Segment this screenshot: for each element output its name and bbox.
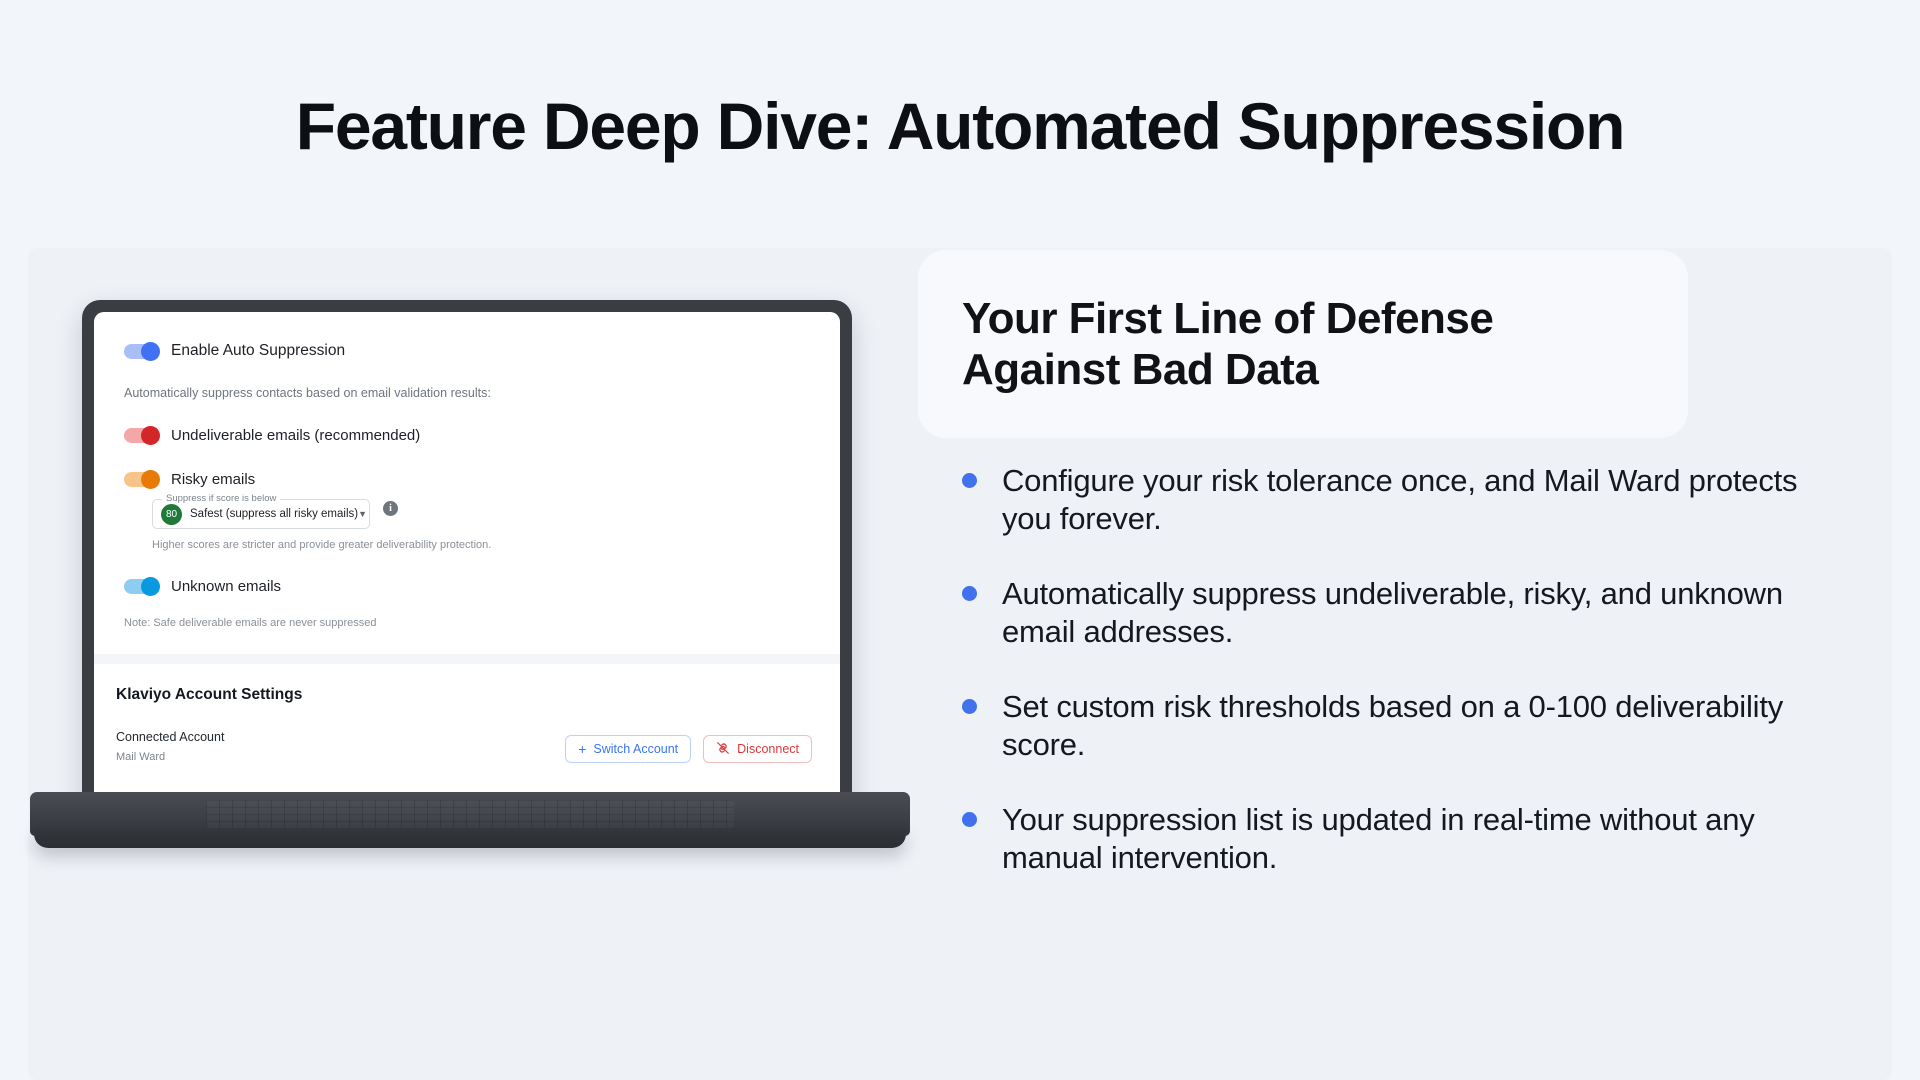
connected-account-name: Mail Ward: [116, 751, 166, 763]
bullet-text: Your suppression list is updated in real…: [1002, 801, 1755, 876]
plus-icon: +: [578, 741, 587, 757]
risky-emails-toggle[interactable]: [124, 470, 160, 489]
section-heading-line2: Against Bad Data: [962, 344, 1319, 394]
bullet-dot-icon: [962, 698, 977, 714]
bullet-dot-icon: [962, 585, 977, 601]
account-actions: + Switch Account: [565, 735, 812, 763]
klaviyo-account-card: Klaviyo Account Settings Connected Accou…: [94, 664, 840, 794]
laptop-lid: Enable Auto Suppression Automatically su…: [82, 300, 852, 806]
list-item: Configure your risk tolerance once, and …: [962, 462, 1822, 539]
connected-account-row: Connected Account Mail Ward + Switch Acc…: [116, 730, 812, 763]
suppression-note: Note: Safe deliverable emails are never …: [124, 617, 377, 629]
score-field-legend: Suppress if score is below: [162, 493, 281, 504]
list-item: Your suppression list is updated in real…: [962, 801, 1822, 878]
toggle-knob: [141, 577, 160, 596]
score-threshold-select[interactable]: Suppress if score is below 80 Safest (su…: [152, 493, 370, 529]
enable-auto-suppression-toggle[interactable]: [124, 341, 160, 361]
option-risky-row[interactable]: Risky emails: [124, 470, 810, 489]
switch-account-label: Switch Account: [593, 742, 679, 756]
list-item: Set custom risk thresholds based on a 0-…: [962, 688, 1822, 765]
toggle-knob: [141, 470, 160, 489]
master-toggle-row[interactable]: Enable Auto Suppression: [124, 341, 810, 361]
score-selected-value: Safest (suppress all risky emails): [190, 508, 359, 520]
section-heading: Your First Line of Defense Against Bad D…: [962, 294, 1662, 395]
score-hint: Higher scores are stricter and provide g…: [152, 539, 492, 551]
switch-account-button[interactable]: + Switch Account: [565, 735, 692, 763]
info-icon[interactable]: i: [383, 501, 398, 516]
enable-auto-suppression-label: Enable Auto Suppression: [171, 342, 346, 359]
undeliverable-emails-label: Undeliverable emails (recommended): [171, 427, 421, 444]
score-badge: 80: [161, 503, 182, 525]
broken-link-icon: [716, 741, 730, 758]
bullet-text: Automatically suppress undeliverable, ri…: [1002, 575, 1783, 650]
bullet-dot-icon: [962, 811, 977, 827]
auto-suppression-card: Enable Auto Suppression Automatically su…: [94, 312, 840, 654]
laptop-mockup: Enable Auto Suppression Automatically su…: [30, 300, 910, 880]
undeliverable-emails-toggle[interactable]: [124, 426, 160, 445]
account-card-title: Klaviyo Account Settings: [116, 686, 303, 703]
disconnect-label: Disconnect: [737, 742, 799, 756]
section-heading-line1: Your First Line of Defense: [962, 294, 1494, 343]
heading-card: [918, 250, 1688, 438]
option-undeliverable-row[interactable]: Undeliverable emails (recommended): [124, 426, 810, 445]
connected-account-info: Connected Account Mail Ward: [116, 730, 224, 763]
unknown-emails-label: Unknown emails: [171, 578, 282, 595]
unknown-emails-toggle[interactable]: [124, 577, 160, 596]
laptop-screen: Enable Auto Suppression Automatically su…: [94, 312, 840, 796]
list-item: Automatically suppress undeliverable, ri…: [962, 575, 1822, 652]
laptop-base-front: [34, 828, 906, 848]
score-field-row: Suppress if score is below 80 Safest (su…: [124, 488, 810, 529]
disconnect-button[interactable]: Disconnect: [703, 735, 812, 763]
toggle-knob: [141, 426, 160, 445]
option-unknown-row[interactable]: Unknown emails: [124, 577, 810, 596]
bullet-text: Set custom risk thresholds based on a 0-…: [1002, 688, 1784, 763]
page-title: Feature Deep Dive: Automated Suppression: [295, 89, 1626, 163]
toggle-knob: [141, 341, 160, 361]
suppression-description: Automatically suppress contacts based on…: [124, 386, 491, 400]
connected-account-label: Connected Account: [116, 730, 225, 744]
laptop-keyboard: [206, 800, 734, 828]
risky-emails-label: Risky emails: [171, 471, 256, 488]
bullet-text: Configure your risk tolerance once, and …: [1002, 463, 1798, 537]
chevron-down-icon[interactable]: ▼: [358, 509, 367, 519]
benefits-list: Configure your risk tolerance once, and …: [962, 462, 1822, 914]
bullet-dot-icon: [962, 473, 977, 488]
